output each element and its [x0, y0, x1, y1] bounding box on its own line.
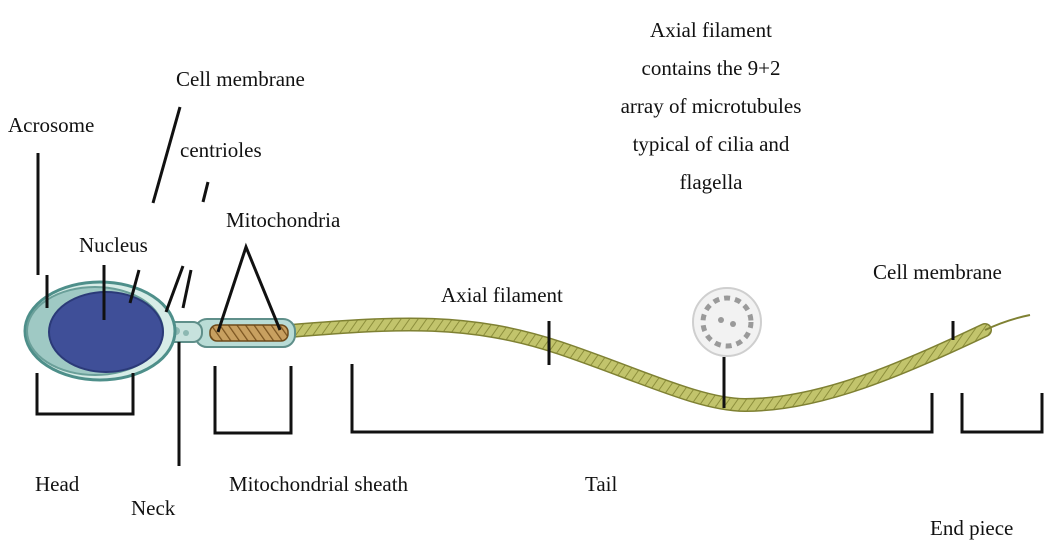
- callout-line: array of microtubules: [561, 96, 861, 134]
- centriole-pointer: [203, 182, 208, 202]
- neck-label: Neck: [131, 498, 175, 519]
- cell-membrane-right-label: Cell membrane: [873, 262, 1002, 283]
- end-piece-tip: [985, 315, 1030, 330]
- head-label: Head: [35, 474, 79, 495]
- tail-label: Tail: [585, 474, 617, 495]
- mitochondrial-sheath-label: Mitochondrial sheath: [229, 474, 408, 495]
- centriole-pointer-2: [166, 266, 183, 312]
- acrosome-label: Acrosome: [8, 115, 94, 136]
- callout-line: typical of cilia and: [561, 134, 861, 172]
- centrioles-label: centrioles: [180, 140, 262, 161]
- callout-line: Axial filament: [561, 20, 861, 58]
- nucleus-shape: [49, 292, 163, 372]
- callout-line: flagella: [561, 172, 861, 210]
- centriole-pointer-3: [183, 270, 191, 308]
- axial-filament-label: Axial filament: [441, 285, 563, 306]
- end-piece-label: End piece: [930, 518, 1013, 539]
- mitochondrial-helix: [210, 325, 288, 341]
- callout-line: contains the 9+2: [561, 58, 861, 96]
- end-piece-bracket: [962, 393, 1042, 432]
- mitochondria-label: Mitochondria: [226, 210, 340, 231]
- axial-filament-callout: Axial filament contains the 9+2 array of…: [561, 20, 861, 210]
- midpiece-bracket: [215, 366, 291, 433]
- cell-membrane-top-label: Cell membrane: [176, 69, 305, 90]
- tail-flagellum: [290, 324, 985, 405]
- membrane-pointer: [153, 107, 180, 203]
- axoneme-cross-section: [693, 288, 761, 356]
- nucleus-label: Nucleus: [79, 235, 148, 256]
